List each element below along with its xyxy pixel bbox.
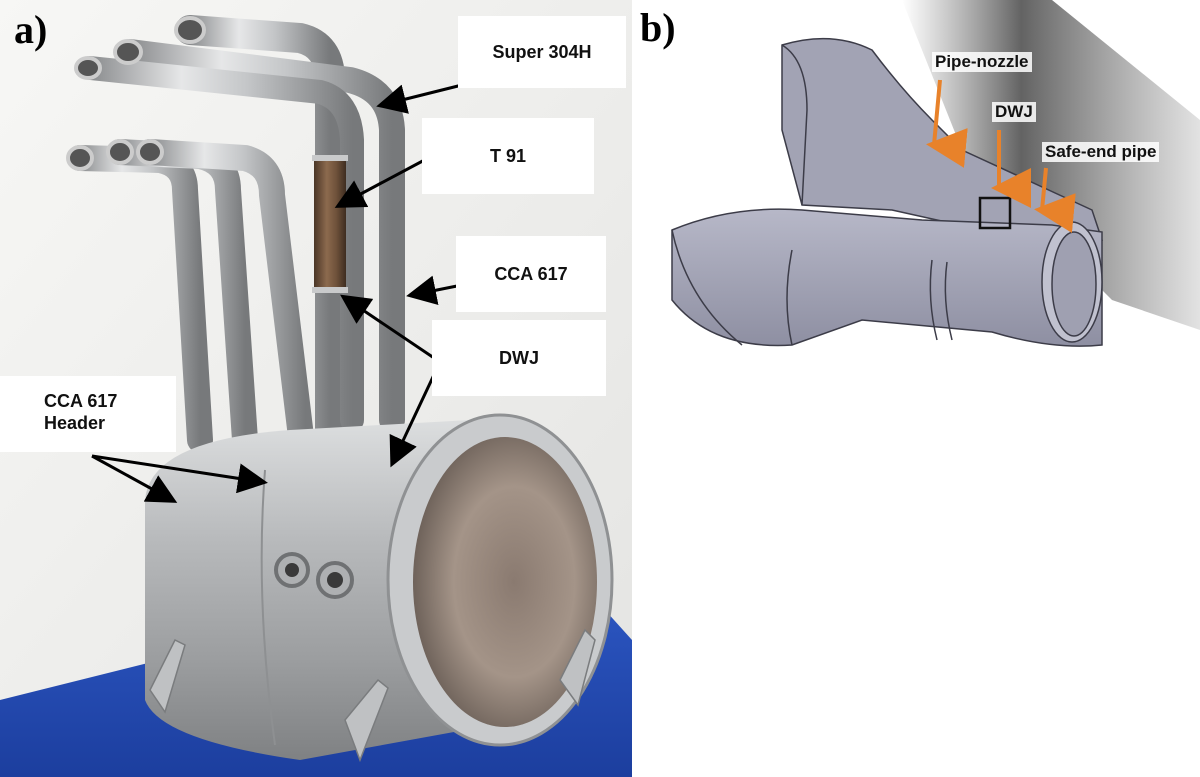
- label-super304h: Super 304H: [492, 41, 592, 62]
- label-pipe-nozzle: Pipe-nozzle: [932, 52, 1032, 72]
- label-header-line2: Header: [44, 413, 106, 433]
- header-cylinder: [145, 413, 614, 763]
- label-t91: T 91: [489, 145, 527, 166]
- label-safe-end-pipe: Safe-end pipe: [1042, 142, 1160, 162]
- panel-b-letter: b): [640, 5, 676, 50]
- label-box-super304h: Super 304H: [458, 16, 626, 88]
- tube-group: [66, 15, 405, 483]
- label-box-header: CCA 617 Header: [0, 376, 176, 452]
- photo-panel-a: a) Super 304H T 91 CCA 617 DWJ CCA 617 H…: [0, 0, 632, 777]
- panel-a-letter: a): [14, 7, 48, 52]
- label-dwj: DWJ: [499, 347, 539, 368]
- label-b-dwj: DWJ: [992, 102, 1036, 122]
- annotation-arrows: [91, 83, 463, 503]
- t91-segment: [314, 160, 346, 288]
- cad-panel-b: b) Pipe-nozzle DWJ Safe-end pipe: [632, 0, 1200, 372]
- label-box-t91: T 91: [422, 118, 594, 194]
- label-header-line1: CCA 617: [44, 391, 118, 411]
- label-box-dwj: DWJ: [432, 320, 606, 396]
- label-box-cca617: CCA 617: [456, 236, 606, 312]
- orange-arrows: [926, 79, 1076, 233]
- label-cca617: CCA 617: [494, 263, 568, 284]
- nozzle-section-cad: [671, 0, 1200, 347]
